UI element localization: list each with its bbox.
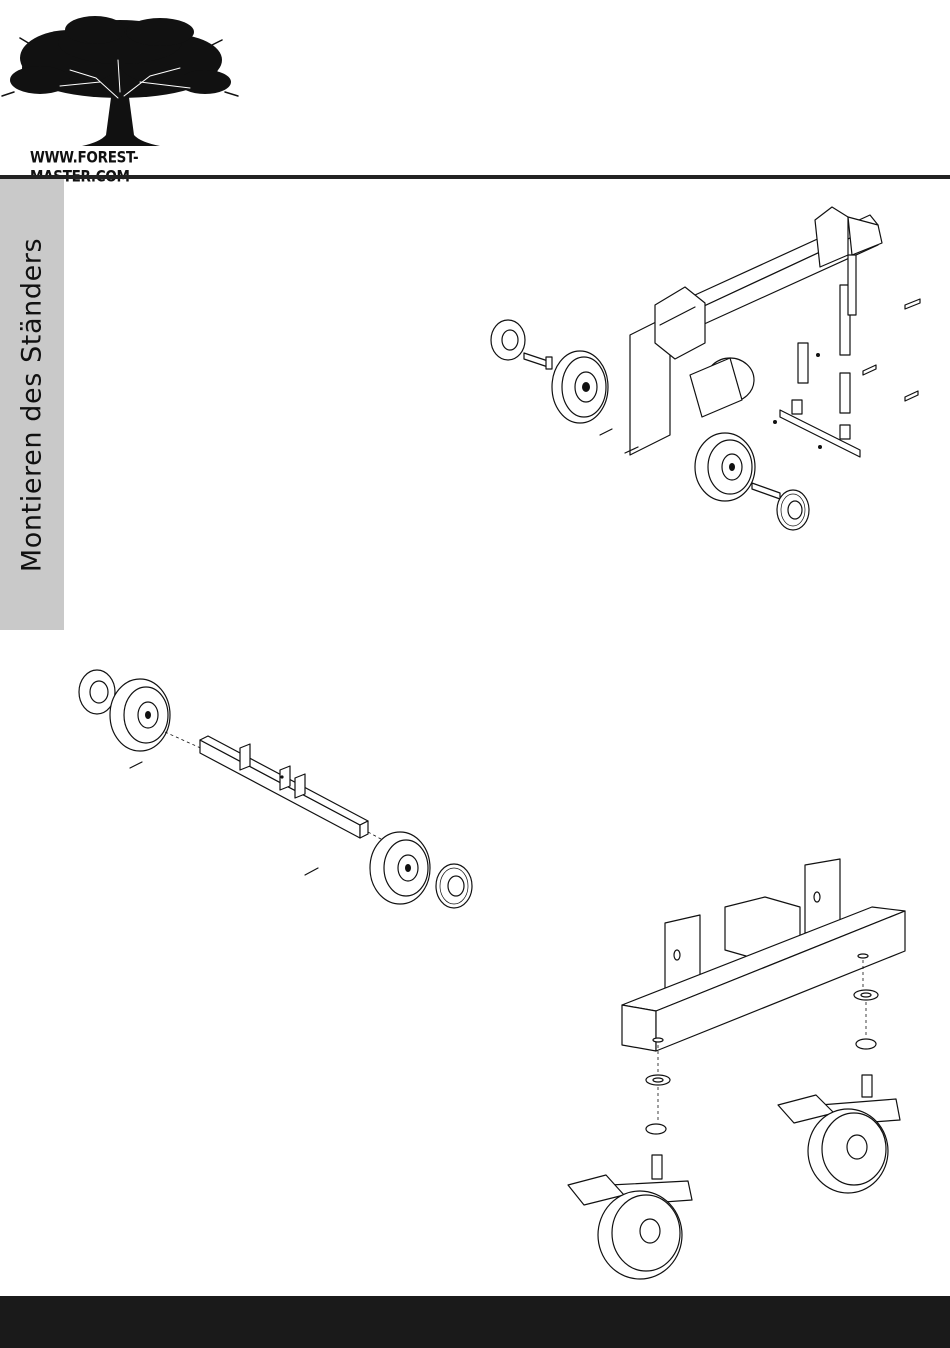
exploded-log-splitter-stand-illustration: [480, 195, 950, 555]
section-side-tab: Montieren des Ständers: [0, 179, 64, 630]
caster-wheel-icon: [568, 1155, 692, 1279]
washer-icon: [777, 490, 809, 530]
caster-wheel-icon: [778, 1075, 900, 1193]
section-title: Montieren des Ständers: [17, 237, 48, 571]
header-divider: [0, 175, 950, 179]
exploded-wheel-axle-illustration: [70, 660, 490, 920]
washer-icon: [79, 670, 115, 714]
tree-logo-icon: [0, 0, 240, 150]
wheel-icon: [110, 679, 170, 751]
wheel-icon: [695, 433, 755, 501]
exploded-caster-wheels-illustration: [550, 855, 950, 1285]
footer-bar: [0, 1296, 950, 1348]
wheel-icon: [552, 351, 608, 423]
wheel-icon: [370, 832, 430, 904]
washer-icon: [491, 320, 525, 360]
washer-icon: [436, 864, 472, 908]
